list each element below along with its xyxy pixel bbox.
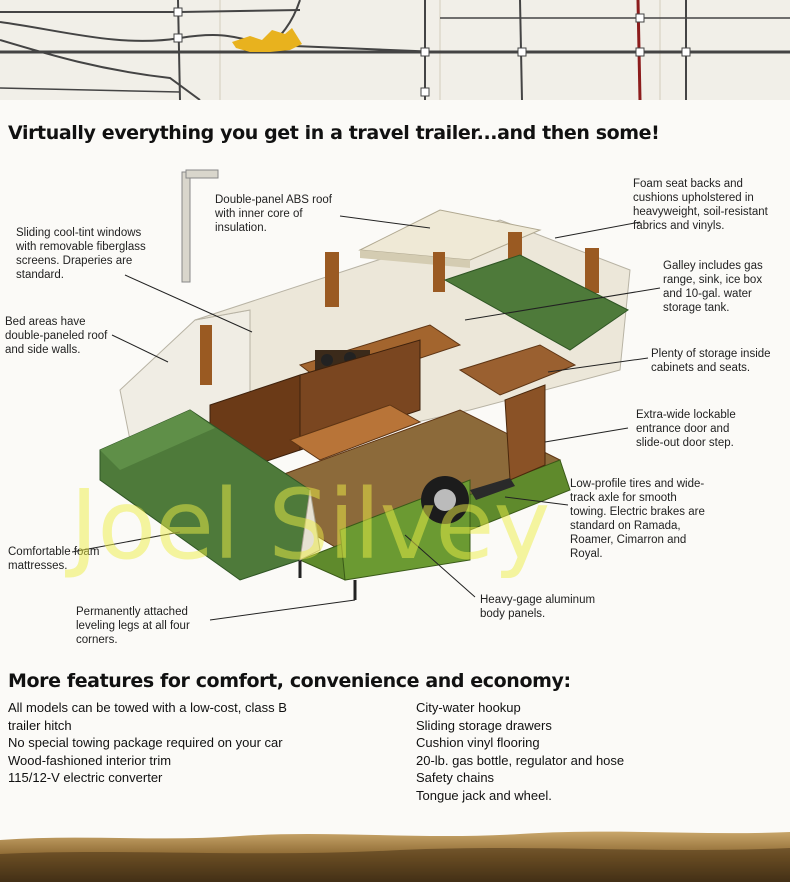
leader-lines xyxy=(71,215,661,621)
callout-door: Extra-wide lockable entrance door and sl… xyxy=(636,409,736,449)
callout-panels: Heavy-gage aluminum body panels. xyxy=(480,594,596,620)
features-right-list: City-water hookup Sliding storage drawer… xyxy=(416,699,676,804)
trailer-cutaway-illustration xyxy=(0,160,790,660)
features-heading: More features for comfort, convenience a… xyxy=(8,670,571,692)
list-item: Sliding storage drawers xyxy=(416,717,552,733)
trailer-graphic xyxy=(71,169,661,621)
list-item: Wood-fashioned interior trim xyxy=(8,752,172,768)
callout-tires: Low-profile tires and wide-track axle fo… xyxy=(570,478,705,560)
list-item: Safety chains xyxy=(416,770,495,785)
callout-seats: Foam seat backs and cushions upholstered… xyxy=(633,178,768,232)
list-item: Tongue jack and wheel. xyxy=(416,787,552,803)
road-map-graphic xyxy=(0,0,790,100)
callout-legs: Permanently attached leveling legs at al… xyxy=(76,606,190,646)
list-item: No special towing package required on yo… xyxy=(8,735,283,750)
list-item: City-water hookup xyxy=(416,700,521,715)
features-left-list: All models can be towed with a low-cost,… xyxy=(8,699,308,787)
map-strip xyxy=(0,0,790,100)
ground-graphic xyxy=(0,831,790,882)
callout-mattresses: Comfortable foam mattresses. xyxy=(8,546,100,572)
callout-galley: Galley includes gas range, sink, ice box… xyxy=(663,260,763,314)
list-item: 115/12-V electric converter xyxy=(8,770,163,785)
callout-roof: Double-panel ABS roof with inner core of… xyxy=(215,194,332,234)
callout-windows: Sliding cool-tint windows with removable… xyxy=(16,227,146,281)
list-item: All models can be towed with a low-cost,… xyxy=(8,700,287,733)
callout-bed-areas: Bed areas have double-paneled roof and s… xyxy=(5,316,108,356)
grass-ground-photo xyxy=(0,820,790,882)
page-title: Virtually everything you get in a travel… xyxy=(8,122,660,144)
callout-storage: Plenty of storage inside cabinets and se… xyxy=(651,348,771,374)
list-item: 20-lb. gas bottle, regulator and hose xyxy=(416,752,625,768)
list-item: Cushion vinyl flooring xyxy=(416,735,540,750)
